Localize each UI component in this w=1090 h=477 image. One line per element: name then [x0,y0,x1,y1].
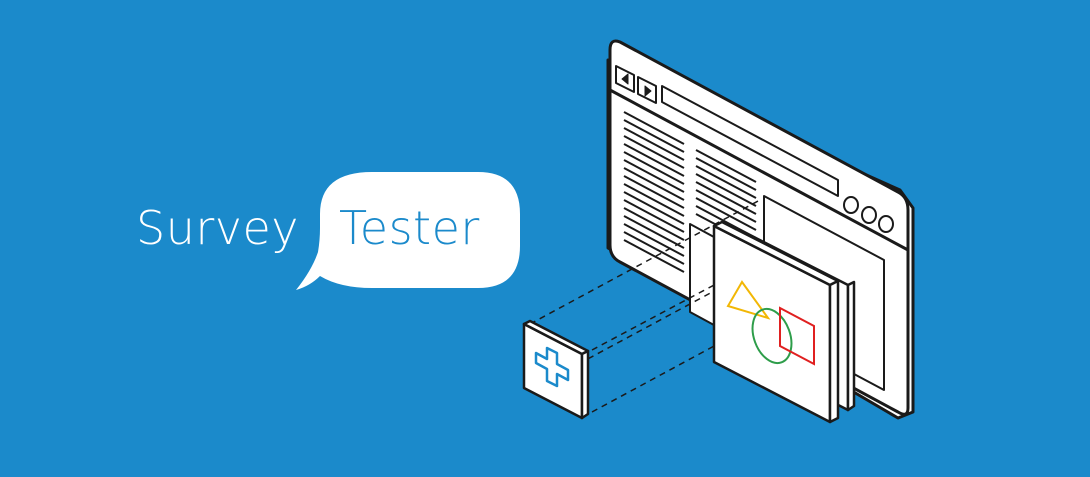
triangle-icon [726,280,771,320]
plus-icon [534,346,570,388]
circle-icon [751,307,793,365]
shapes-card [712,220,840,424]
speech-bubble-icon [296,172,520,290]
logo-word-survey: Survey [136,201,300,255]
square-icon [779,306,815,366]
logo-word-tester: Tester [339,201,480,255]
text-lines-decoration [623,111,757,273]
plus-tile [522,319,590,420]
